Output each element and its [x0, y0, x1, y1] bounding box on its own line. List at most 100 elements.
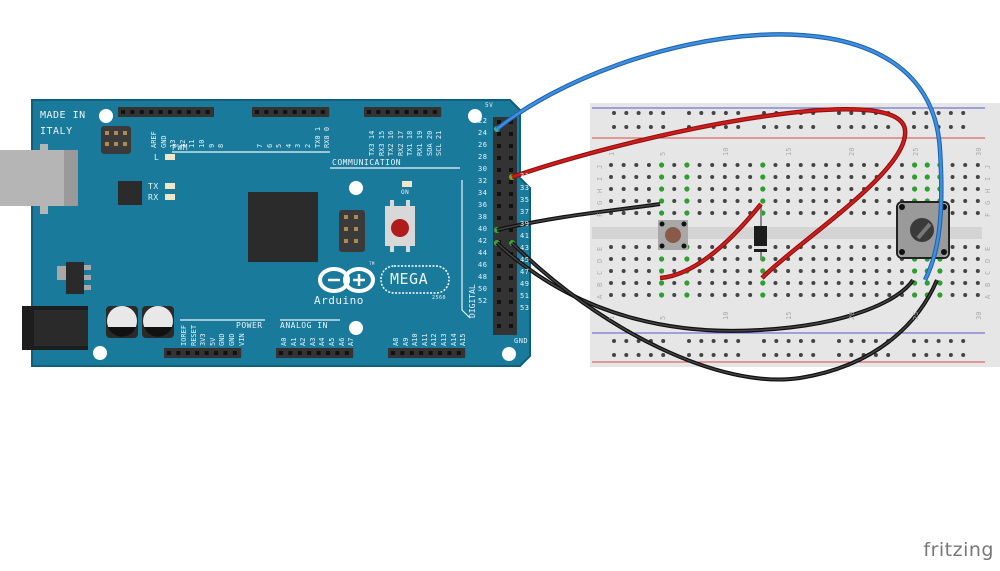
rail-hole: [636, 125, 641, 129]
breadboard-hole: [950, 163, 955, 167]
breadboard-hole: [735, 281, 740, 285]
breadboard-hole: [874, 187, 879, 191]
breadboard-hole: [811, 293, 816, 297]
breadboard-hole: [811, 199, 816, 203]
active-hole: [659, 186, 665, 192]
pin-label: AREF: [150, 131, 158, 148]
active-hole: [659, 174, 665, 180]
pin-label: 26: [478, 141, 488, 149]
breadboard-hole: [811, 269, 816, 273]
breadboard-hole: [862, 175, 866, 179]
breadboard-hole: [887, 257, 892, 261]
breadboard-hole: [963, 187, 968, 191]
rail-hole: [837, 125, 841, 129]
breadboard-hole: [862, 281, 866, 285]
mount-hole: [93, 346, 107, 360]
on-label: ON: [401, 189, 410, 196]
breadboard-hole: [824, 187, 829, 191]
arduino-name: Arduino: [314, 294, 364, 307]
pin-label: 45: [520, 256, 530, 264]
breadboard-hole: [609, 293, 613, 297]
breadboard-hole: [672, 175, 677, 179]
breadboard-hole: [735, 211, 740, 215]
rail-hole: [736, 339, 741, 343]
rail-hole: [886, 125, 891, 129]
header-power: [164, 348, 242, 358]
pin-label: 30: [478, 165, 488, 173]
breadboard-hole: [786, 199, 791, 203]
breadboard-hole: [849, 187, 854, 191]
fritzing-watermark: fritzing: [923, 539, 994, 561]
breadboard-hole: [975, 269, 980, 273]
breadboard-hole: [710, 269, 715, 273]
breadboard-hole: [836, 281, 841, 285]
breadboard-hole: [786, 163, 791, 167]
rail-hole: [624, 339, 629, 343]
breadboard-hole: [735, 163, 740, 167]
breadboard-hole: [963, 163, 968, 167]
breadboard-hole: [849, 269, 854, 273]
breadboard-hole: [950, 293, 955, 297]
rail-hole: [723, 111, 728, 115]
column-number: 30: [974, 311, 983, 320]
gnd-label: GND: [514, 337, 529, 345]
breadboard-hole: [710, 163, 715, 167]
breadboard-hole: [786, 281, 791, 285]
breadboard-hole: [646, 281, 651, 285]
rail-hole: [636, 111, 641, 115]
breadboard-hole: [621, 269, 626, 273]
rail-hole: [924, 125, 929, 129]
pin-label: A1: [289, 337, 298, 346]
breadboard-hole: [811, 187, 816, 191]
rail-hole: [624, 111, 629, 115]
breadboard-hole: [672, 293, 677, 297]
row-letter: F: [596, 212, 604, 217]
rail-hole: [762, 339, 766, 343]
center-channel: [592, 227, 982, 239]
row-letter: J: [984, 164, 992, 169]
pin-label: 53: [520, 304, 530, 312]
breadboard-hole: [697, 187, 702, 191]
dc-jack-body: [34, 310, 88, 346]
breadboard-hole: [899, 187, 904, 191]
active-hole: [684, 186, 690, 192]
breadboard-hole: [862, 293, 866, 297]
breadboard-hole: [887, 187, 892, 191]
rail-hole: [849, 339, 854, 343]
breadboard-hole: [697, 175, 702, 179]
breadboard-hole: [609, 175, 613, 179]
breadboard-hole: [722, 257, 727, 261]
breadboard-hole: [773, 163, 778, 167]
breadboard-hole: [722, 269, 727, 273]
active-hole: [760, 292, 766, 298]
active-hole: [912, 162, 918, 168]
breadboard-hole: [975, 293, 980, 297]
rail-hole: [699, 353, 704, 357]
breadboard-hole: [748, 199, 753, 203]
breadboard-hole: [621, 199, 626, 203]
rail-hole: [961, 125, 966, 129]
row-letter: I: [596, 176, 604, 181]
regulator-tab: [57, 266, 67, 280]
rail-hole: [811, 125, 816, 129]
breadboard-hole: [634, 163, 639, 167]
pin-label: 52: [478, 297, 488, 305]
pin-label: RX0 0: [323, 126, 332, 148]
breadboard-hole: [862, 163, 866, 167]
pin-label: 50: [478, 285, 488, 293]
pin-label: A3: [308, 337, 317, 346]
active-hole: [937, 280, 943, 286]
breadboard-hole: [849, 281, 854, 285]
active-hole: [912, 174, 918, 180]
breadboard-hole: [621, 187, 626, 191]
rail-hole: [849, 125, 854, 129]
breadboard-hole: [634, 269, 639, 273]
pin-label: 47: [520, 268, 530, 276]
breadboard-hole: [824, 245, 829, 249]
diode: [754, 205, 767, 260]
breadboard-hole: [899, 163, 904, 167]
row-letter: C: [596, 270, 604, 275]
pin-label: RX3 15: [377, 130, 386, 156]
active-hole: [684, 210, 690, 216]
rail-hole: [687, 353, 691, 357]
